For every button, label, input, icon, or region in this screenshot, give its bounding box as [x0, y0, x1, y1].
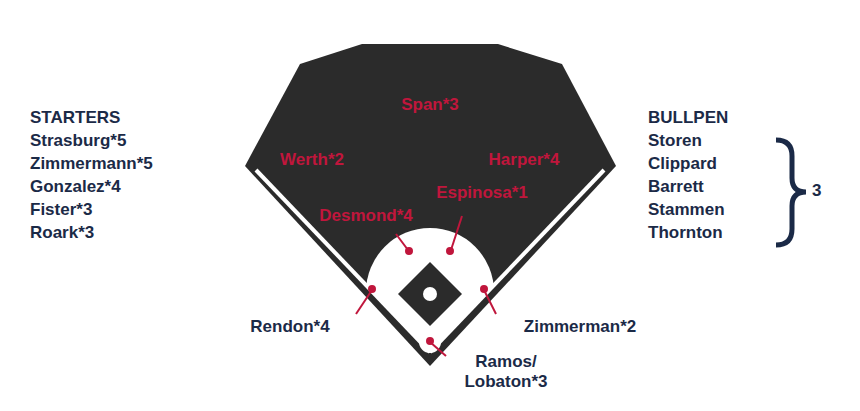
pitcher-name: Barrett [648, 177, 704, 197]
position-dot [406, 248, 412, 254]
infield-dirt [366, 228, 494, 356]
pitcher-name: Storen [648, 131, 702, 151]
leader-line [396, 234, 408, 250]
pitcher-name: Gonzalez*4 [30, 177, 121, 197]
pitchers-mound [423, 287, 437, 301]
infielder-label: Rendon*4 [250, 317, 329, 337]
pitcher-name: Fister*3 [30, 200, 92, 220]
pitcher-name: Thornton [648, 223, 723, 243]
position-dot [481, 286, 487, 292]
pitcher-name: Roark*3 [30, 223, 94, 243]
fielder-label: Desmond*4 [319, 206, 413, 226]
pitcher-name: Strasburg*5 [30, 131, 126, 151]
leader-line [484, 290, 496, 314]
list-heading: BULLPEN [648, 108, 728, 128]
list-heading: STARTERS [30, 108, 120, 128]
infielder-label: Ramos/ Lobaton*3 [456, 352, 556, 393]
fielder-label: Werth*2 [280, 150, 344, 170]
pitcher-name: Clippard [648, 154, 717, 174]
fielder-label: Espinosa*1 [436, 183, 528, 203]
pitcher-name: Stammen [648, 200, 725, 220]
group-number: 3 [812, 181, 821, 201]
infield-grass [398, 262, 462, 326]
pitcher-name: Zimmermann*5 [30, 154, 153, 174]
fielder-label: Span*3 [401, 95, 459, 115]
bracket [776, 140, 806, 245]
leader-line [451, 216, 462, 250]
position-dot [447, 248, 453, 254]
infielder-label: Zimmerman*2 [524, 317, 636, 337]
position-dot [427, 338, 433, 344]
position-dot [369, 286, 375, 292]
leader-line [356, 290, 372, 314]
fielder-label: Harper*4 [489, 150, 560, 170]
